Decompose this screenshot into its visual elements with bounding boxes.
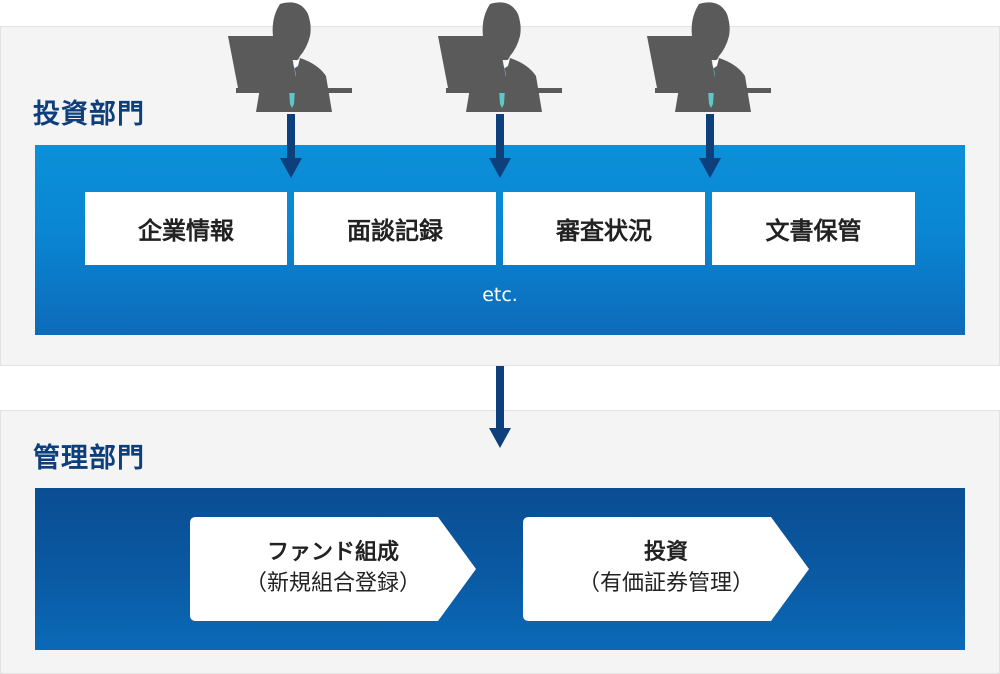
chevron-shape [190,517,476,621]
down-arrow-icon [699,114,721,178]
management-department-title: 管理部門 [33,443,145,474]
chevron-shape [523,517,809,621]
down-arrow-icon [280,114,302,178]
flow-step-investment: 投資 （有価証券管理） [523,517,809,621]
person-with-laptop-icon [647,2,771,112]
flow-step-title: 投資 [643,540,688,565]
person-with-laptop-icon [228,2,352,112]
invest-department-title: 投資部門 [33,99,145,130]
management-panel [35,488,965,650]
flow-step-subtitle: （有価証券管理） [577,571,754,596]
item-review-status: 審査状況 [503,192,705,265]
item-meeting-records: 面談記録 [294,192,496,265]
flow-step-title: ファンド組成 [266,540,399,565]
item-document-storage: 文書保管 [712,192,915,265]
down-arrow-icon [489,366,511,448]
etc-label: etc. [482,284,518,306]
flow-step-fund-formation: ファンド組成 （新規組合登録） [190,517,476,621]
flow-step-subtitle: （新規組合登録） [244,571,421,596]
person-with-laptop-icon [438,2,562,112]
down-arrow-icon [489,114,511,178]
item-company-info: 企業情報 [85,192,287,265]
